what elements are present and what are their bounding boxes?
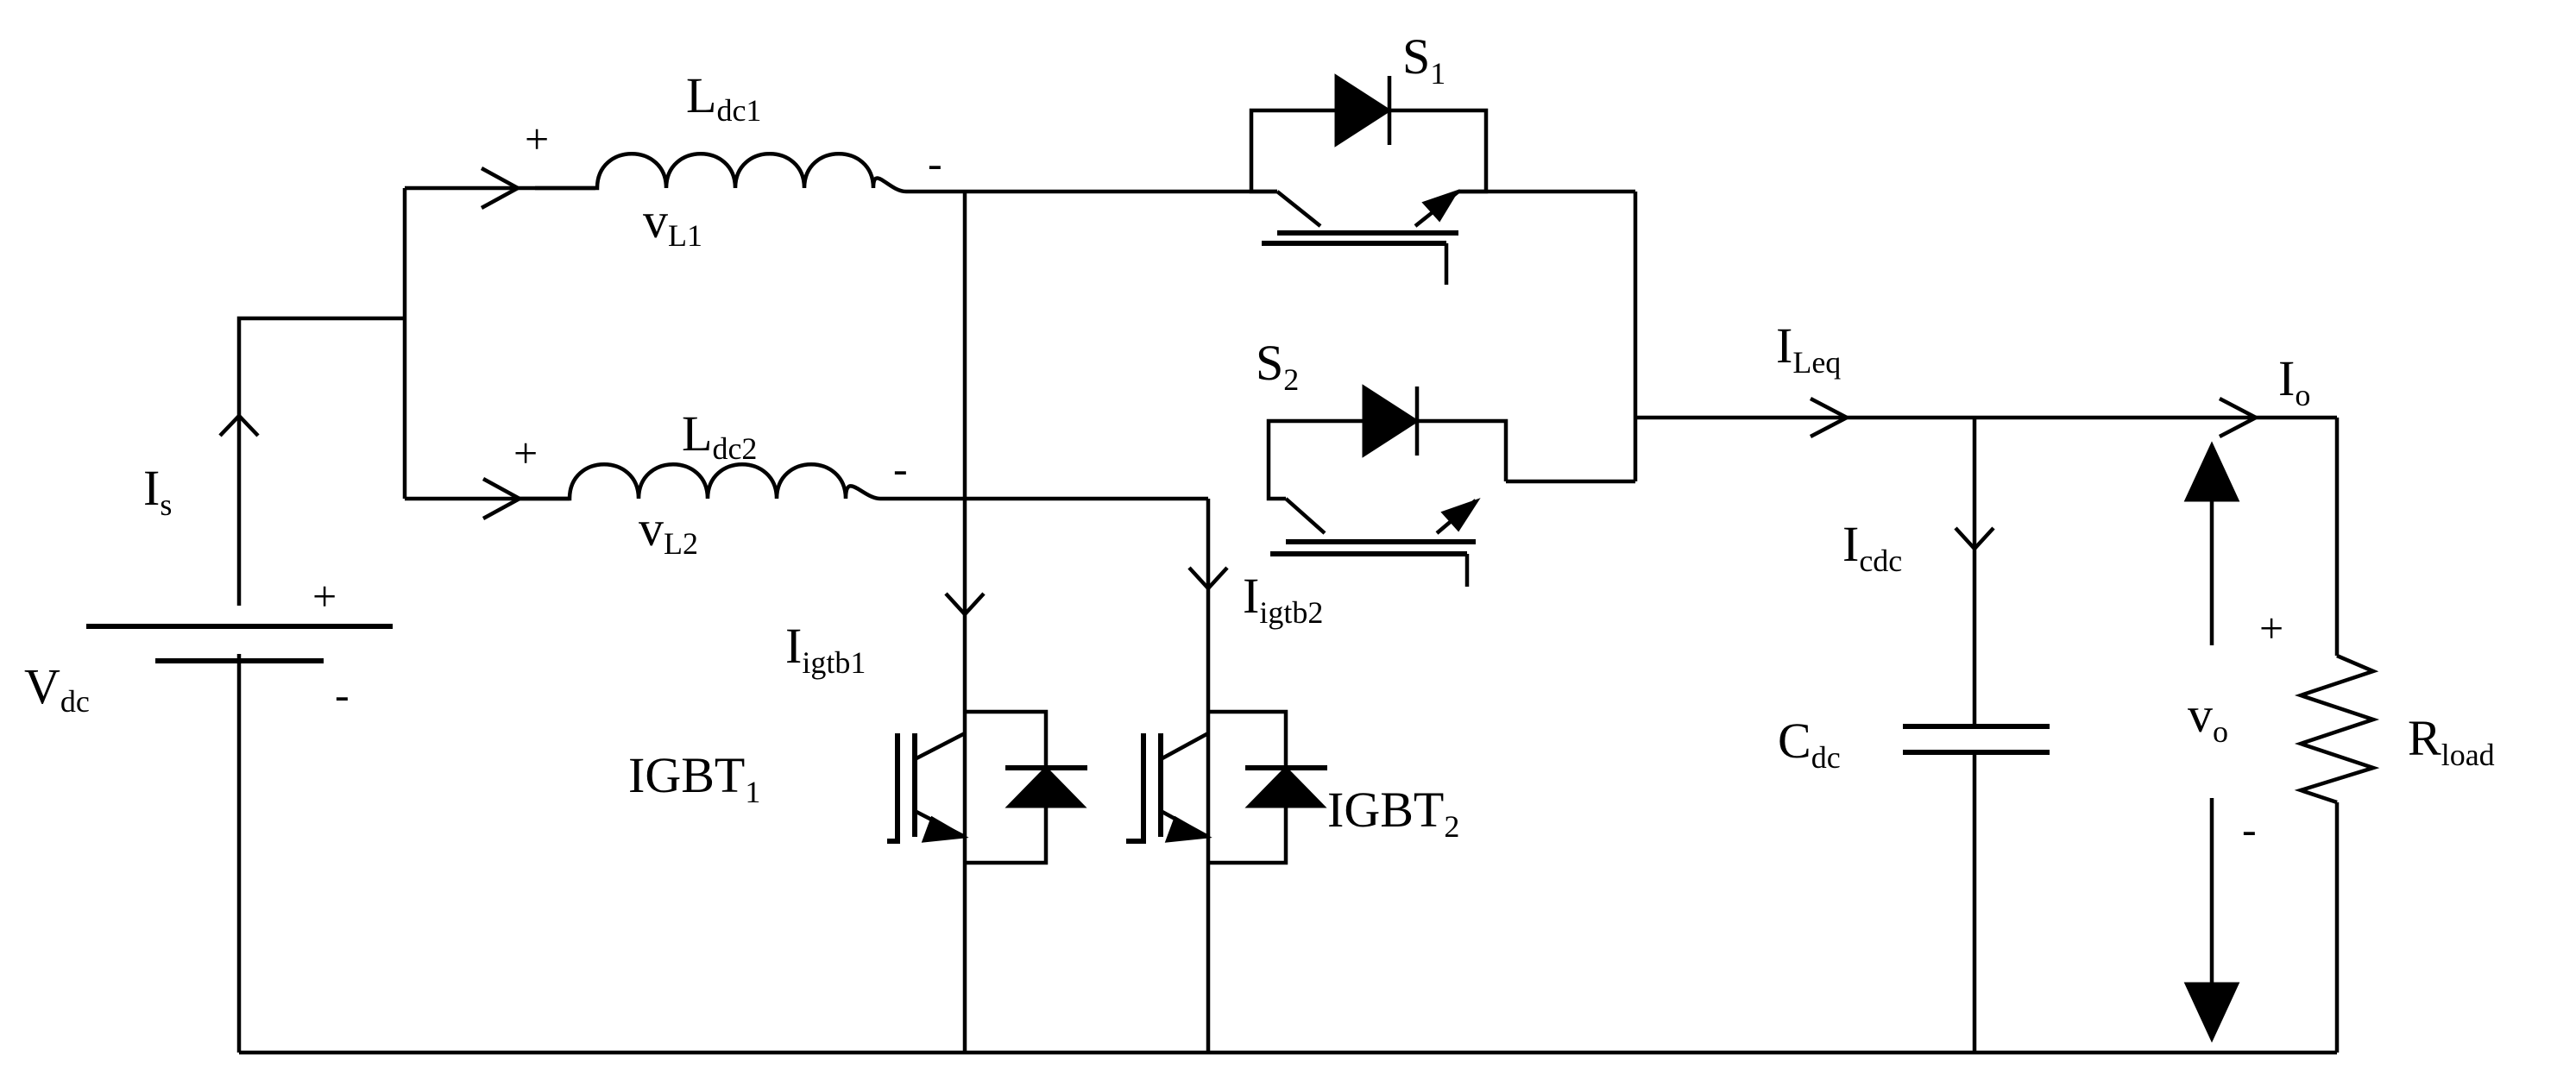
inductor2-plus: +	[513, 429, 538, 477]
igbt2-emitter-arrow-icon	[1164, 815, 1212, 843]
output-voltage-up-arrow-icon	[2183, 441, 2240, 502]
s2-label: S2	[1256, 335, 1299, 397]
s2-emitter-arrow-icon	[1440, 498, 1481, 532]
igbt-2: IGBT2 Iigtb2	[1126, 566, 1459, 865]
igbt2-current-label: Iigtb2	[1243, 568, 1323, 630]
capacitor-current-label: Icdc	[1842, 516, 1902, 578]
output-voltage: + - vo	[2183, 441, 2283, 1043]
inductor1-voltage-label: vL1	[643, 192, 702, 253]
inductor-1: + - Ldc1 vL1	[480, 67, 942, 253]
switch-s1: S1	[1249, 28, 1489, 285]
capacitor-label: Cdc	[1778, 713, 1841, 775]
igbt1-diode-icon	[1005, 765, 1087, 808]
load-label: Rload	[2408, 710, 2495, 772]
igbt2-diode-icon	[1244, 765, 1327, 808]
igbt2-label: IGBT2	[1327, 782, 1459, 844]
inductor2-minus: -	[893, 444, 908, 493]
dc-source: + - Vdc	[24, 572, 393, 719]
output-currents: ILeq Io	[1776, 317, 2310, 438]
output-voltage-down-arrow-icon	[2183, 982, 2240, 1043]
dc-capacitor: Icdc Cdc	[1778, 516, 2050, 775]
igbt1-current-label: Iigtb1	[785, 618, 866, 680]
switch-s2: S2	[1256, 335, 1508, 587]
s1-diode-icon	[1334, 73, 1392, 148]
inductor2-current-arrow-icon	[482, 477, 524, 520]
inductor1-plus: +	[525, 115, 549, 163]
inductor-2: + - Ldc2 vL2	[482, 405, 908, 561]
source-current-arrow-icon	[218, 412, 260, 437]
igbt-1: IGBT1 Iigtb1	[628, 592, 1087, 865]
output-current-arrow-icon	[2218, 397, 2260, 438]
inductor2-voltage-label: vL2	[639, 500, 698, 561]
igbt1-label: IGBT1	[628, 747, 760, 809]
inductor2-label: Ldc2	[682, 405, 757, 466]
equivalent-current-label: ILeq	[1776, 317, 1841, 380]
s1-label: S1	[1402, 28, 1445, 91]
inductor1-current-arrow-icon	[480, 167, 522, 210]
igbt1-emitter-arrow-icon	[921, 815, 969, 843]
inductor1-label: Ldc1	[686, 67, 761, 128]
output-voltage-label: vo	[2188, 687, 2228, 749]
inductor1-minus: -	[928, 139, 942, 187]
capacitor-current-arrow-icon	[1954, 526, 1995, 552]
s1-emitter-arrow-icon	[1421, 189, 1460, 223]
equivalent-current-arrow-icon	[1809, 397, 1851, 438]
output-voltage-plus: +	[2259, 604, 2283, 652]
output-current-label: Io	[2278, 350, 2310, 412]
source-label: Vdc	[24, 658, 90, 719]
s2-diode-icon	[1362, 384, 1420, 458]
igbt2-current-arrow-icon	[1187, 566, 1229, 592]
source-plus: +	[312, 572, 337, 620]
igbt1-current-arrow-icon	[944, 592, 986, 618]
source-minus: -	[335, 670, 350, 719]
output-voltage-minus: -	[2242, 805, 2257, 853]
source-current-label: Is	[143, 460, 172, 522]
load-resistor: Rload	[2294, 653, 2495, 805]
